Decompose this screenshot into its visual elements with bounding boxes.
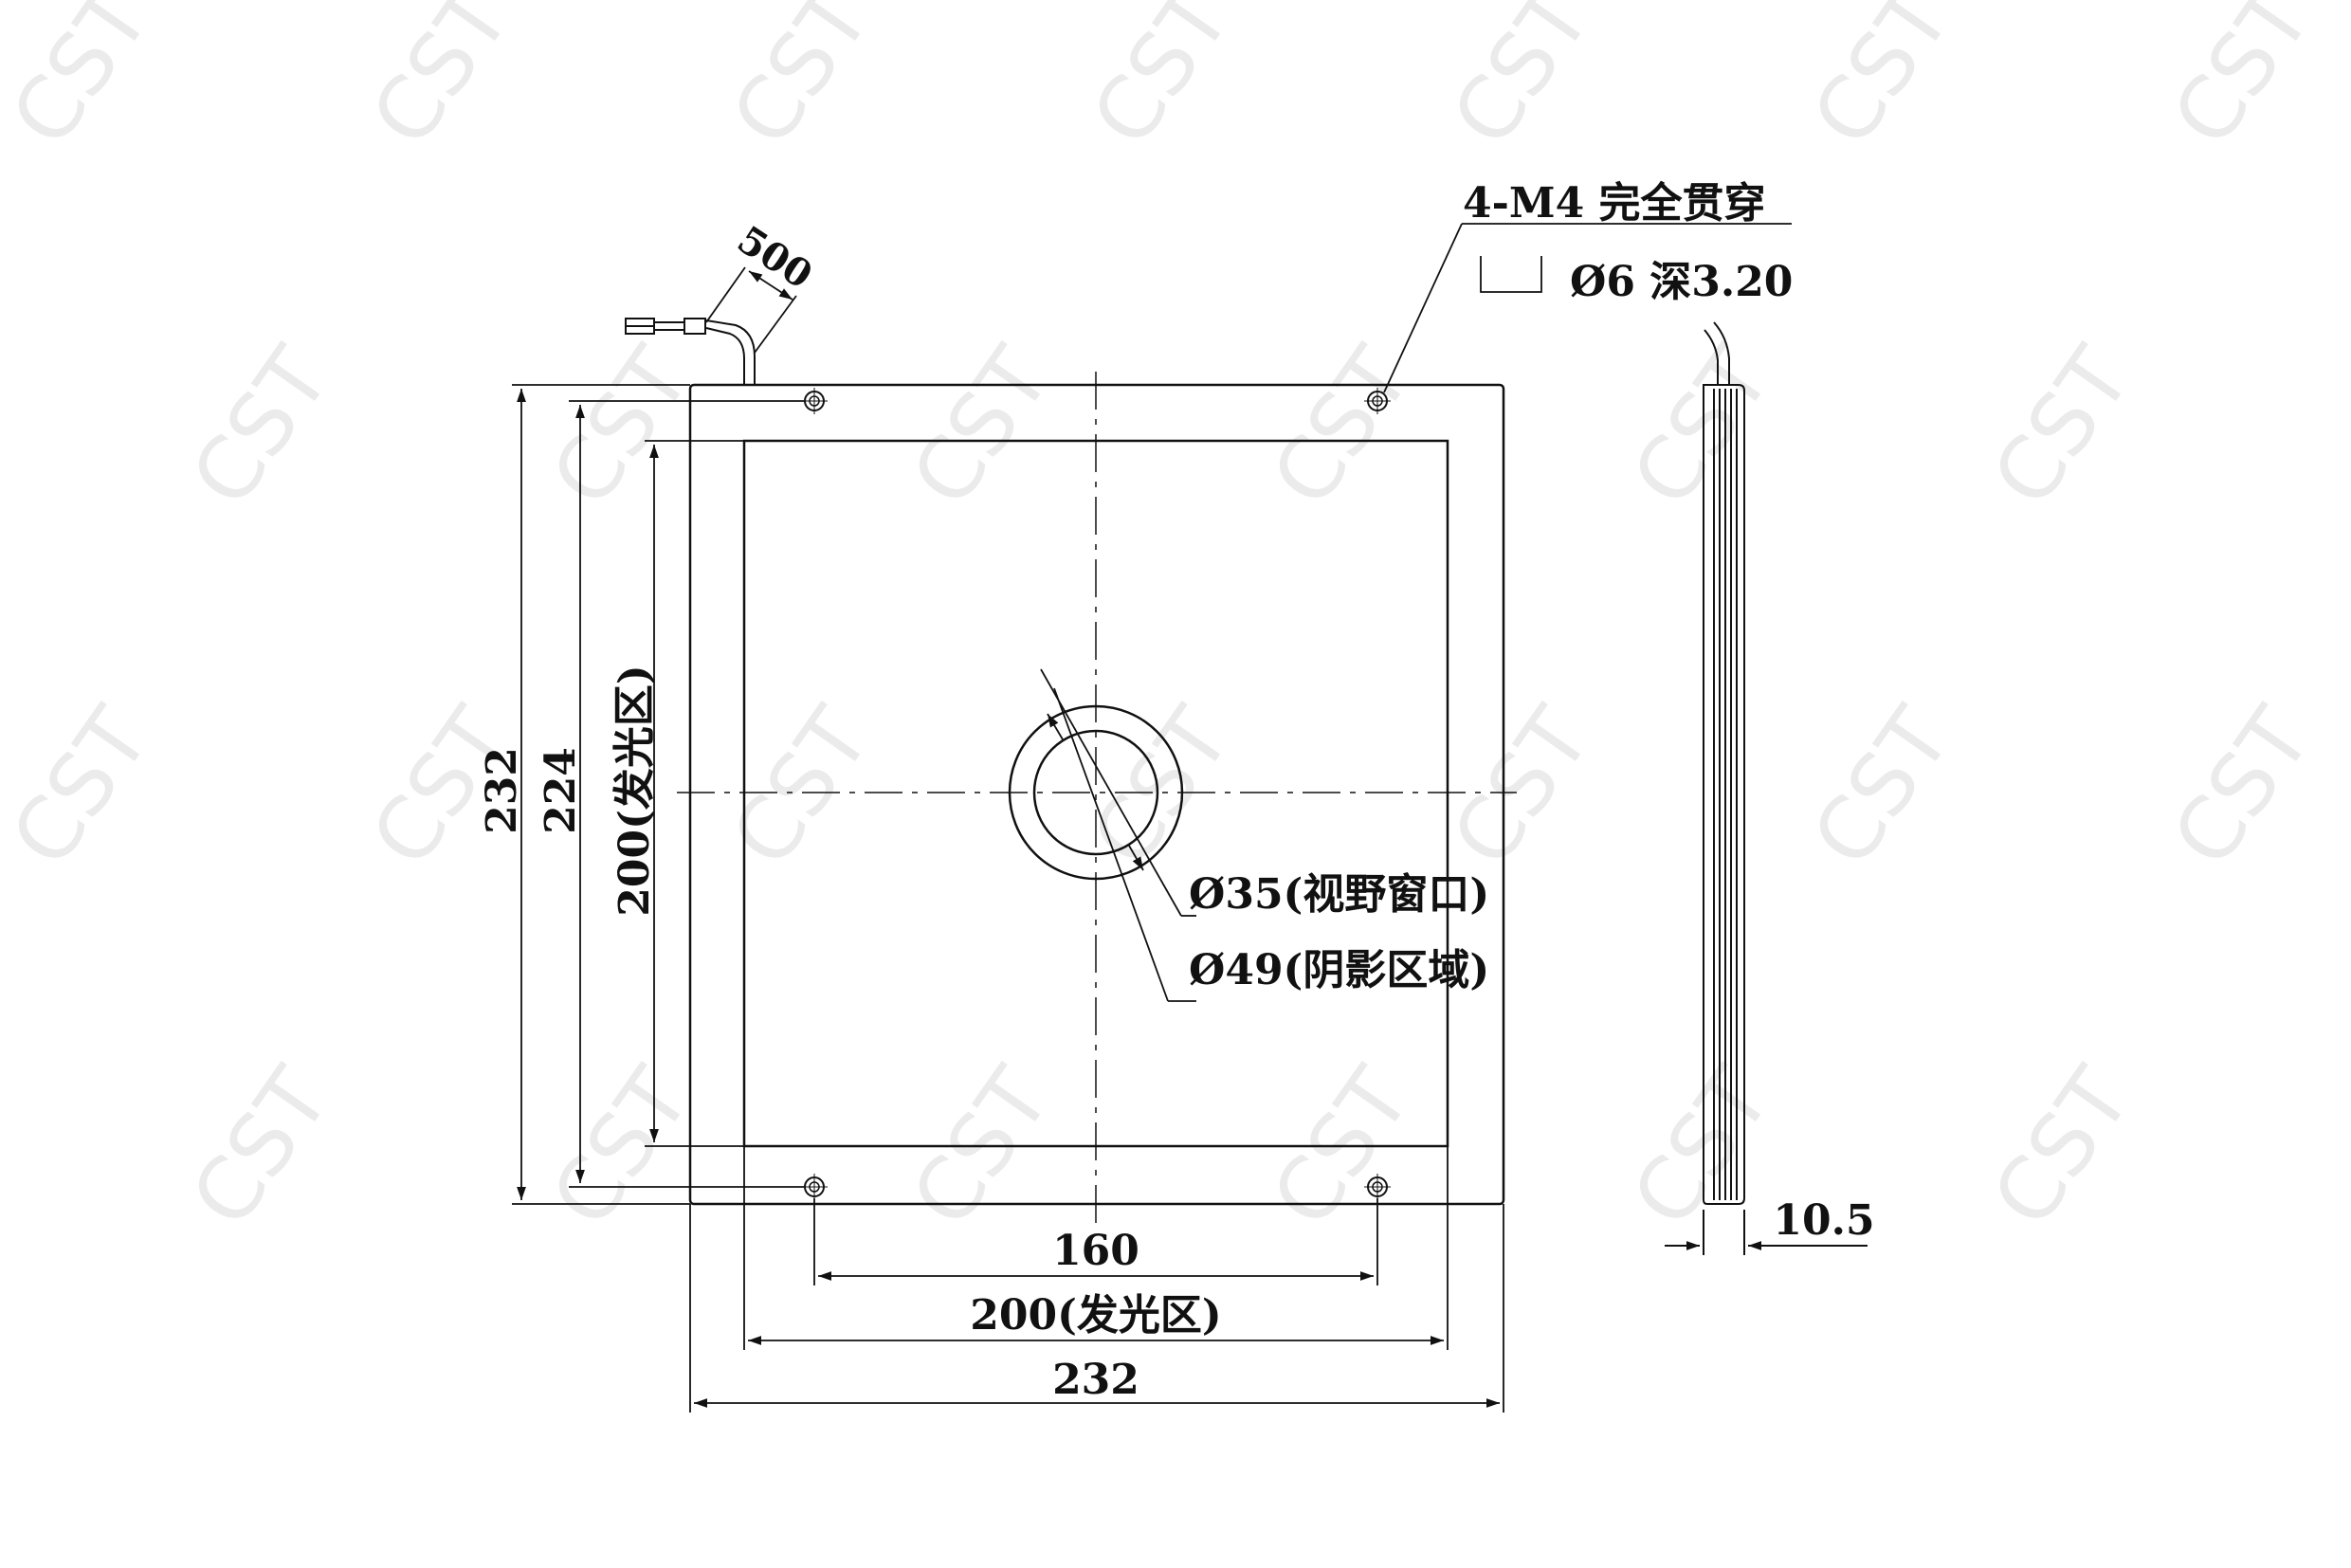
watermark-text: CST [173,1050,350,1244]
label-height-emit: 200(发光区) [611,665,659,916]
view-window-circle [1032,729,1159,856]
dim-cable-length [748,270,793,301]
label-height-outer: 232 [478,747,526,834]
label-height-holes: 224 [537,747,585,834]
window-leader [1040,668,1182,917]
label-shadow-zone: Ø49(阴影区域) [1189,946,1489,994]
cable-connector [625,318,756,385]
outer-frame [688,383,1505,1206]
watermark-text: CST [1253,330,1431,523]
watermark-text: CST [1253,1050,1431,1244]
watermark-text: CST [1613,1050,1791,1244]
dimensions [512,223,1792,1413]
watermark-text: CST [1794,690,1971,884]
shadow-leader [1053,687,1169,1002]
watermark-text: CST [2154,0,2331,164]
watermark-text: CST [1073,0,1250,164]
label-view-window: Ø35(视野窗口) [1189,870,1489,919]
side-view [1665,321,1868,1255]
counterbore-symbol [1480,256,1542,293]
label-counterbore: Ø6 深3.20 [1570,258,1793,306]
watermark-text: CST [1974,1050,2151,1244]
mounting-hole [801,388,828,414]
mounting-hole [801,1174,828,1200]
watermark-text: CST [713,690,890,884]
watermark-text: CST [893,1050,1070,1244]
watermark-text: CST [893,330,1070,523]
watermark-text: CST [1794,0,1971,164]
watermark-text: CST [2154,690,2331,884]
label-cable-length: 500 [730,217,821,298]
watermark-text: CST [1974,330,2151,523]
watermark-text: CST [0,690,170,884]
label-hole-spec: 4-M4 完全贯穿 [1463,179,1766,228]
front-view [625,318,1517,1223]
watermark-text: CST [1433,0,1611,164]
label-thickness: 10.5 [1773,1196,1874,1245]
watermark-text: CST [1613,330,1791,523]
watermark-text: CST [533,1050,710,1244]
watermark-text: CST [353,0,530,164]
label-width-emit: 200(发光区) [970,1291,1221,1340]
mounting-hole [1364,388,1391,414]
watermark-text: CST [1433,690,1611,884]
hole-leader [1383,223,1463,393]
watermark-text: CST [173,330,350,523]
shadow-zone-circle [1008,704,1184,881]
watermark-text: CST [533,330,710,523]
watermark-text: CST [713,0,890,164]
mounting-hole [1364,1174,1391,1200]
label-width-outer: 232 [1052,1356,1139,1404]
label-width-holes: 160 [1052,1227,1139,1275]
watermark-text: CST [0,0,170,164]
